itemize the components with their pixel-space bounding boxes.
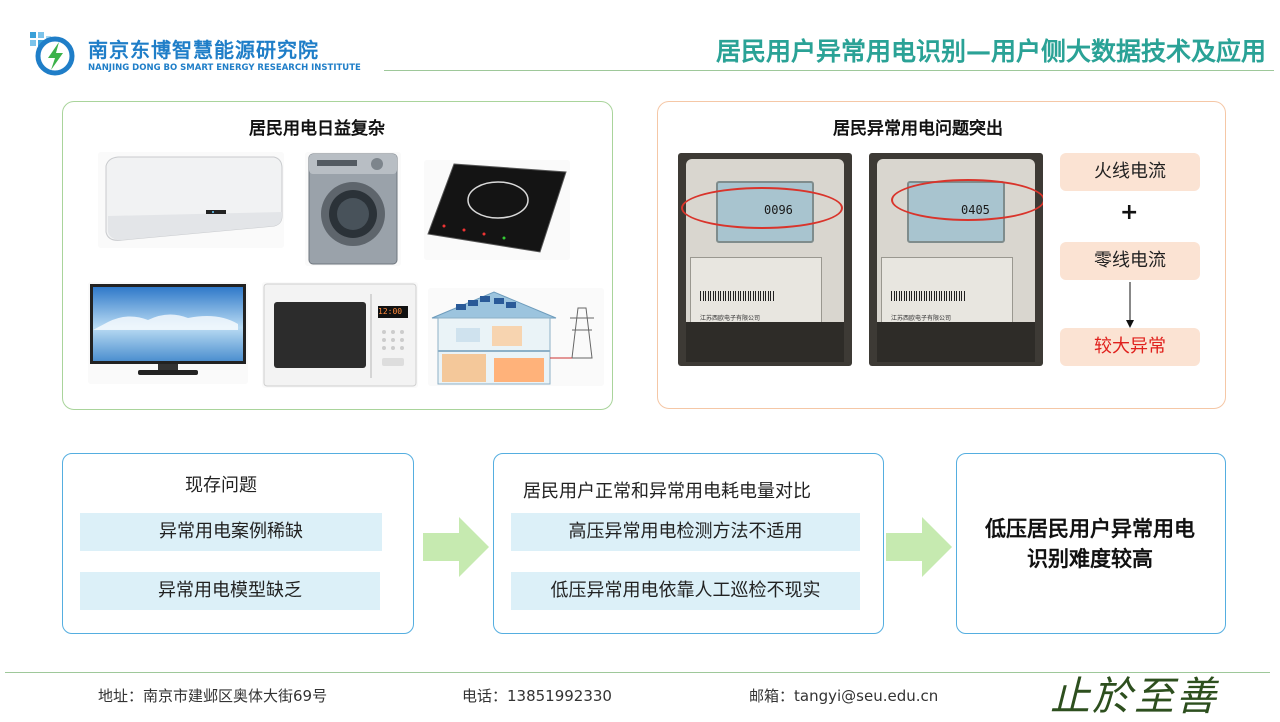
comparison-item-2: 低压异常用电依靠人工巡检不现实	[511, 572, 860, 610]
footer-phone: 电话：13851992330	[462, 687, 612, 705]
highlight-oval-1	[681, 187, 843, 229]
plus-sign: +	[1120, 200, 1139, 225]
calligraphy-motto: 止於至善	[1050, 674, 1218, 720]
existing-problems-heading: 现存问题	[185, 475, 257, 496]
comparison-item-1: 高压异常用电检测方法不适用	[511, 513, 860, 551]
meter-maker-1: 江苏西欧电子有限公司	[700, 315, 761, 322]
highlight-oval-2	[891, 179, 1043, 221]
appliances-panel-title: 居民用电日益复杂	[249, 119, 385, 139]
footer-email: 邮箱：tangyi@seu.edu.cn	[749, 687, 939, 705]
smart-home-image	[428, 288, 604, 386]
footer-divider	[5, 672, 1270, 673]
air-conditioner-image	[98, 152, 284, 248]
conclusion-box	[956, 453, 1226, 634]
microwave-image	[262, 282, 418, 388]
institute-logo	[28, 30, 78, 76]
conclusion-line-2: 识别难度较高	[1027, 547, 1153, 571]
page-title: 居民用户异常用电识别—用户侧大数据技术及应用	[715, 37, 1266, 66]
neutral-current-chip: 零线电流	[1060, 242, 1200, 280]
abnormal-result-chip: 较大异常	[1060, 328, 1200, 366]
live-current-chip: 火线电流	[1060, 153, 1200, 191]
abnormal-usage-panel-title: 居民异常用电问题突出	[833, 119, 1003, 139]
electric-meter-photo-1: 0096 江苏西欧电子有限公司	[678, 153, 852, 366]
problem-item-2: 异常用电模型缺乏	[80, 572, 380, 610]
footer-address: 地址：南京市建邺区奥体大街69号	[98, 687, 328, 705]
org-name-cn: 南京东博智慧能源研究院	[88, 38, 319, 62]
conclusion-line-1: 低压居民用户异常用电	[985, 517, 1195, 541]
washing-machine-image	[305, 152, 401, 266]
problem-item-1: 异常用电案例稀缺	[80, 513, 382, 551]
microwave-display: 12:00	[378, 307, 403, 316]
arrow-right-icon-2	[886, 517, 952, 577]
header-divider	[384, 70, 1274, 71]
down-arrow-icon	[1123, 282, 1137, 330]
org-name-en: NANJING DONG BO SMART ENERGY RESEARCH IN…	[88, 63, 361, 73]
television-image	[88, 282, 248, 384]
comparison-heading: 居民用户正常和异常用电耗电量对比	[523, 481, 811, 502]
induction-cooker-image	[424, 160, 570, 260]
electric-meter-photo-2: 0405 江苏西欧电子有限公司	[869, 153, 1043, 366]
arrow-right-icon	[423, 517, 489, 577]
meter-maker-2: 江苏西欧电子有限公司	[891, 315, 952, 322]
